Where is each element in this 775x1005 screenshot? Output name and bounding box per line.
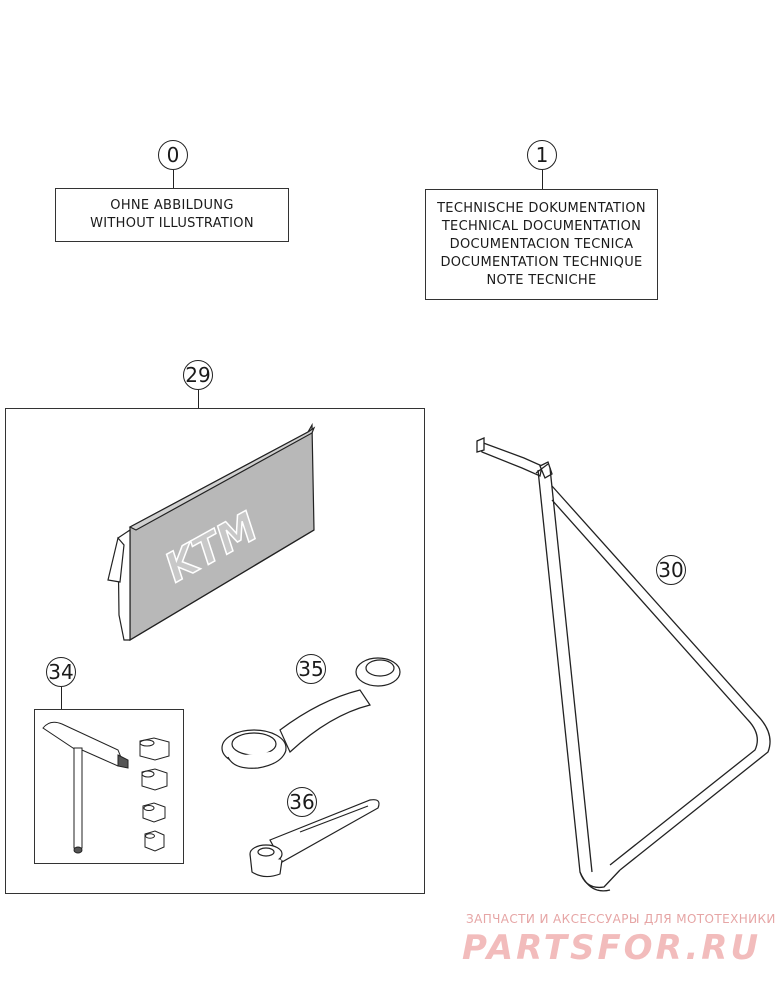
tech-doc-line-1: TECHNISCHE DOKUMENTATION bbox=[437, 200, 646, 216]
leader-34 bbox=[61, 687, 62, 709]
tech-doc-line-5: NOTE TECNICHE bbox=[486, 272, 597, 288]
box-wrench-illustration bbox=[221, 657, 401, 769]
leader-0 bbox=[173, 170, 174, 188]
tech-doc-line-2: TECHNICAL DOCUMENTATION bbox=[441, 218, 642, 234]
callout-36: 36 bbox=[287, 787, 317, 817]
leader-29 bbox=[198, 390, 199, 408]
tool-bag-illustration bbox=[107, 422, 316, 642]
callout-35: 35 bbox=[296, 654, 326, 684]
flat-wrench-illustration bbox=[249, 799, 380, 878]
callout-34: 34 bbox=[46, 657, 76, 687]
side-stand-illustration bbox=[476, 437, 771, 892]
tool-kit-frame bbox=[5, 408, 425, 894]
allen-key-illustration bbox=[42, 721, 129, 854]
tech-doc-line-4: DOCUMENTATION TECHNIQUE bbox=[440, 254, 643, 270]
without-illustration-line-1: OHNE ABBILDUNG bbox=[110, 198, 234, 213]
callout-1: 1 bbox=[527, 140, 557, 170]
callout-29: 29 bbox=[183, 360, 213, 390]
allen-key-set-frame bbox=[34, 709, 184, 864]
watermark-logo: PARTSFOR.RU bbox=[462, 928, 762, 968]
technical-documentation-label: TECHNISCHE DOKUMENTATION TECHNICAL DOCUM… bbox=[425, 189, 658, 300]
without-illustration-label: OHNE ABBILDUNG WITHOUT ILLUSTRATION bbox=[55, 188, 289, 242]
callout-30: 30 bbox=[656, 555, 686, 585]
without-illustration-line-2: WITHOUT ILLUSTRATION bbox=[90, 216, 254, 231]
callout-0: 0 bbox=[158, 140, 188, 170]
watermark-tagline: ЗАПЧАСТИ И АКСЕССУАРЫ ДЛЯ МОТОТЕХНИКИ bbox=[466, 912, 775, 926]
leader-1 bbox=[542, 170, 543, 189]
socket-set-illustration bbox=[139, 737, 170, 852]
tech-doc-line-3: DOCUMENTACION TECNICA bbox=[449, 236, 634, 252]
